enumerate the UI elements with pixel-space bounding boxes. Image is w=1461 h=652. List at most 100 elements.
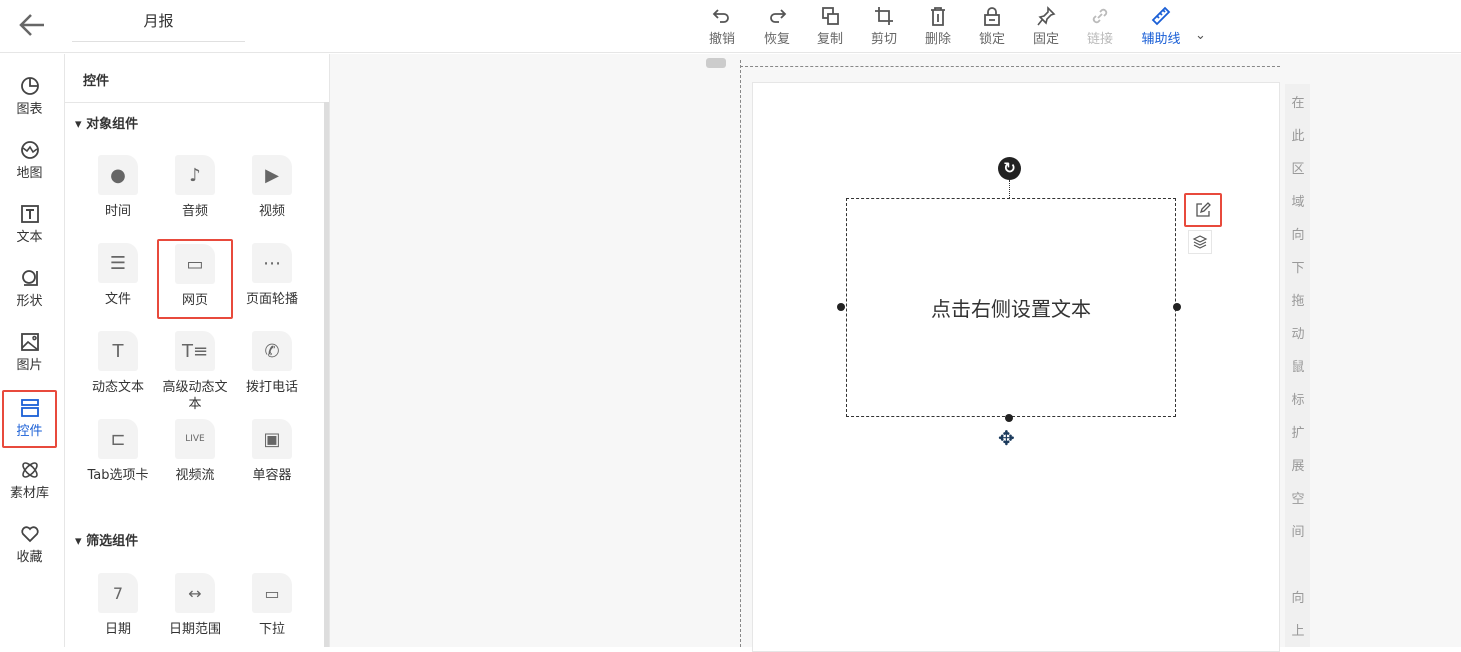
component-label: Tab选项卡 bbox=[87, 468, 149, 483]
scrollbar[interactable] bbox=[324, 102, 329, 647]
tag-icon bbox=[706, 58, 726, 68]
heart-icon bbox=[20, 526, 39, 543]
toolbar-redo-button[interactable]: 恢复 bbox=[755, 6, 799, 47]
guide-line-horizontal[interactable] bbox=[740, 66, 1280, 67]
toolbar-label: 辅助线 bbox=[1141, 32, 1181, 47]
rail-item-image[interactable]: 图片 bbox=[2, 326, 57, 384]
component-dropdown[interactable]: ▭下拉 bbox=[234, 573, 310, 638]
component-tab[interactable]: ⊏ Tab选项卡 bbox=[80, 419, 156, 484]
rail-item-shape[interactable]: 形状 bbox=[2, 262, 57, 320]
rail-item-pie-chart[interactable]: 图表 bbox=[2, 70, 57, 128]
expand-hint-char: 扩 bbox=[1291, 426, 1305, 441]
rail-item-text[interactable]: 文本 bbox=[2, 198, 57, 256]
tab-icon: ⊏ bbox=[98, 419, 138, 459]
component-label: 单容器 bbox=[252, 468, 292, 483]
edit-button[interactable] bbox=[1184, 193, 1222, 227]
back-arrow-icon[interactable] bbox=[18, 12, 46, 42]
layers-button[interactable] bbox=[1188, 230, 1212, 254]
date-range-icon: ↔ bbox=[175, 573, 215, 613]
section-label: 筛选组件 bbox=[86, 534, 139, 549]
rail-item-atom[interactable]: 素材库 bbox=[2, 454, 57, 512]
toolbar-copy-button[interactable]: 复制 bbox=[808, 6, 852, 47]
toolbar-trash-button[interactable]: 删除 bbox=[916, 6, 960, 47]
expand-hint-char: 鼠 bbox=[1291, 360, 1305, 375]
move-icon[interactable]: ✥ bbox=[998, 426, 1015, 450]
toolbar-pin-button[interactable]: 固定 bbox=[1024, 6, 1068, 47]
play-icon: ▶ bbox=[252, 155, 292, 195]
layers-icon bbox=[1192, 235, 1208, 249]
lock-icon bbox=[984, 7, 1000, 26]
rotate-stem bbox=[1009, 180, 1010, 198]
rotate-icon[interactable]: ↻ bbox=[998, 157, 1021, 180]
rail-label: 图片 bbox=[16, 358, 43, 373]
expand-hint-char: 区 bbox=[1291, 162, 1305, 177]
link-icon bbox=[1092, 8, 1108, 24]
component-label: 动态文本 bbox=[91, 380, 144, 395]
resize-handle-left[interactable] bbox=[837, 303, 845, 311]
rich-text-icon: T≡ bbox=[175, 331, 215, 371]
expand-hint-char: 展 bbox=[1291, 459, 1305, 474]
component-rich-text[interactable]: T≡ 高级动态文本 bbox=[157, 331, 233, 413]
toolbar-ruler-button[interactable]: 辅助线 ⌄ bbox=[1131, 6, 1206, 47]
component-phone[interactable]: ✆ 拨打电话 bbox=[234, 331, 310, 396]
expand-hint-char: 向 bbox=[1291, 228, 1305, 243]
component-label: 高级动态文本 bbox=[162, 380, 228, 412]
resize-handle-right[interactable] bbox=[1173, 303, 1181, 311]
expand-hint-char: 在 bbox=[1291, 96, 1305, 111]
atom-icon bbox=[21, 462, 38, 478]
toolbar-lock-button[interactable]: 锁定 bbox=[970, 6, 1014, 47]
carousel-icon: ⋯ bbox=[252, 243, 292, 283]
component-date-range[interactable]: ↔ 日期范围 bbox=[157, 573, 233, 638]
text-icon bbox=[20, 205, 39, 223]
canvas-area[interactable] bbox=[330, 54, 1461, 652]
container-icon: ▣ bbox=[252, 419, 292, 459]
widget-icon bbox=[20, 399, 39, 417]
component-text-t[interactable]: T 动态文本 bbox=[80, 331, 156, 396]
component-clock[interactable]: ●时间 bbox=[80, 155, 156, 220]
section-header-filters[interactable]: ▾ 筛选组件 bbox=[75, 534, 139, 549]
chevron-down-icon[interactable]: ⌄ bbox=[1195, 28, 1206, 43]
component-label: 拨打电话 bbox=[245, 380, 298, 395]
section-header-objects[interactable]: ▾ 对象组件 bbox=[75, 117, 139, 132]
component-container[interactable]: ▣ 单容器 bbox=[234, 419, 310, 484]
map-icon bbox=[20, 141, 39, 159]
divider bbox=[65, 102, 325, 103]
toolbar-label: 删除 bbox=[924, 32, 951, 47]
component-label: 时间 bbox=[104, 204, 131, 219]
expand-hint-char: 拖 bbox=[1291, 294, 1305, 309]
rail-label: 图表 bbox=[16, 102, 43, 117]
toolbar-crop-button[interactable]: 剪切 bbox=[862, 6, 906, 47]
rail-item-heart[interactable]: 收藏 bbox=[2, 518, 57, 576]
text-box[interactable]: 点击右侧设置文本 bbox=[846, 198, 1176, 417]
component-music[interactable]: ♪ 音频 bbox=[157, 155, 233, 220]
rail-item-widget[interactable]: 控件 bbox=[2, 390, 57, 448]
component-label: 音频 bbox=[181, 204, 208, 219]
shape-icon bbox=[21, 270, 38, 286]
music-icon: ♪ bbox=[175, 155, 215, 195]
component-file[interactable]: ☰文件 bbox=[80, 243, 156, 308]
crop-icon bbox=[875, 7, 893, 25]
panel-title: 控件 bbox=[83, 74, 110, 89]
expand-hint-char: 向 bbox=[1291, 591, 1305, 606]
component-carousel[interactable]: ⋯页面轮播 bbox=[234, 243, 310, 308]
component-webpage[interactable]: ▭网页 bbox=[157, 239, 233, 319]
toolbar-undo-button[interactable]: 撤销 bbox=[700, 6, 744, 47]
component-label: 日期范围 bbox=[168, 622, 221, 637]
resize-handle-bottom[interactable] bbox=[1005, 414, 1013, 422]
component-play[interactable]: ▶视频 bbox=[234, 155, 310, 220]
toolbar-label: 链接 bbox=[1086, 32, 1113, 47]
expand-hint-char: 域 bbox=[1291, 195, 1305, 210]
phone-icon: ✆ bbox=[252, 331, 292, 371]
report-title-input[interactable]: 月报 bbox=[72, 10, 245, 42]
trash-icon bbox=[931, 7, 945, 26]
pin-icon bbox=[1037, 6, 1056, 26]
expand-hint-char: 空 bbox=[1291, 492, 1305, 507]
text-t-icon: T bbox=[98, 331, 138, 371]
rail-item-map[interactable]: 地图 bbox=[2, 134, 57, 192]
guide-line-vertical[interactable] bbox=[740, 60, 741, 647]
expand-area[interactable] bbox=[1285, 84, 1310, 647]
component-label: 下拉 bbox=[258, 622, 285, 637]
section-label: 对象组件 bbox=[86, 117, 139, 132]
